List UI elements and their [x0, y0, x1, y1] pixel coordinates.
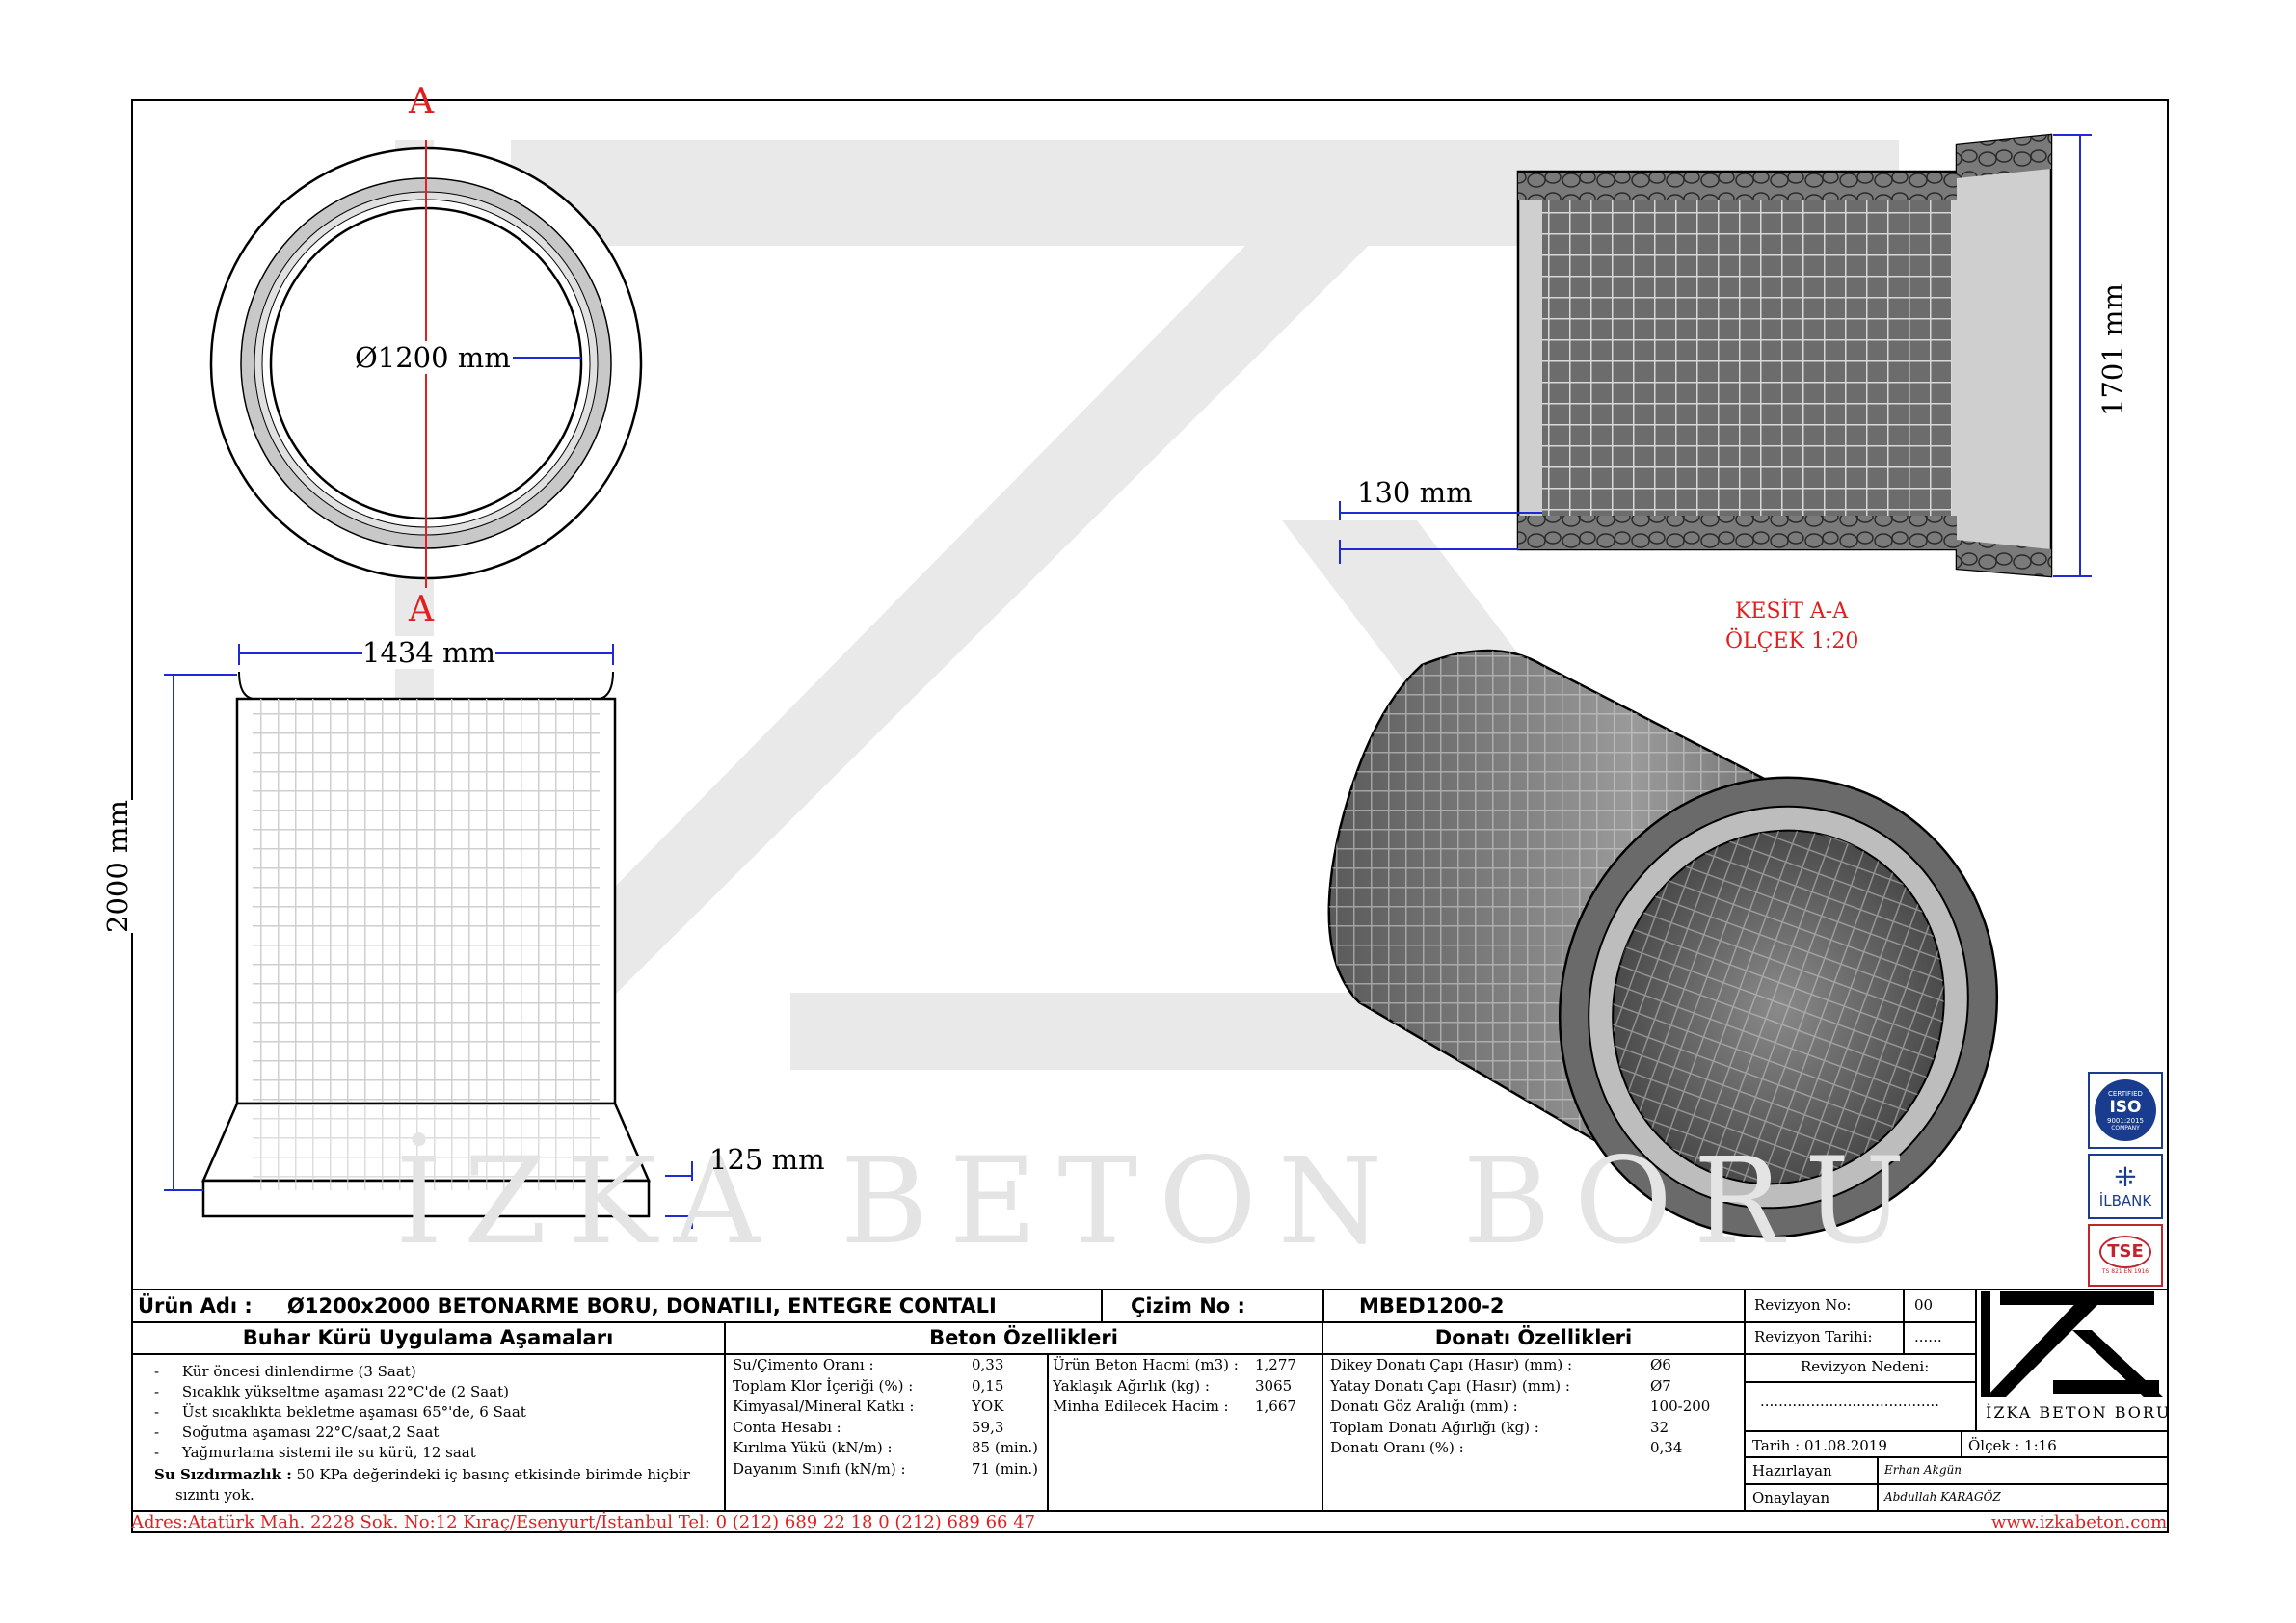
rebar-row-value: Ø6 — [1650, 1356, 1671, 1373]
steam-item-text: Yağmurlama sistemi ile su kürü, 12 saat — [181, 1444, 476, 1461]
section-length-dimension: 1701 mm — [2096, 282, 2129, 416]
concrete-row-label: Kimyasal/Mineral Katkı : — [733, 1397, 915, 1415]
iso-sub: CERTIFIED — [2108, 1089, 2143, 1098]
section-view — [1339, 133, 2092, 578]
tightness-line-2: sızıntı yok. — [175, 1486, 254, 1503]
iso-seal-icon: CERTIFIED ISO 9001:2015 COMPANY — [2095, 1079, 2156, 1141]
approved-label: Onaylayan — [1752, 1489, 1830, 1506]
revision-reason-label: Revizyon Nedeni: — [1801, 1358, 1930, 1375]
rebar-row-value: Ø7 — [1650, 1376, 1671, 1395]
concrete-row-value: 59,3 — [972, 1418, 1004, 1436]
rebar-row-label: Toplam Donatı Ağırlığı (kg) : — [1330, 1418, 1539, 1436]
prepared-signature: Erhan Akgün — [1884, 1463, 1962, 1477]
concrete-row-label: Toplam Klor İçeriği (%) : — [733, 1376, 914, 1395]
revision-date-label: Revizyon Tarihi: — [1754, 1328, 1873, 1345]
concrete-row2-label: Minha Edilecek Hacim : — [1053, 1397, 1229, 1415]
steam-item: - Üst sıcaklıkta bekletme aşaması 65°'de… — [154, 1403, 526, 1421]
steam-title: Buhar Kürü Uygulama Aşamaları — [242, 1326, 614, 1349]
concrete-row-label: Dayanım Sınıfı (kN/m) : — [733, 1459, 906, 1477]
logo-text: İZKA BETON BORU — [1986, 1403, 2172, 1422]
footer-address: Adres:Atatürk Mah. 2228 Sok. No:12 Kıraç… — [131, 1512, 1036, 1532]
rebar-title: Donatı Özellikleri — [1434, 1326, 1633, 1349]
ilbank-label: İLBANK — [2098, 1192, 2152, 1210]
footer-website[interactable]: www.izkabeton.com — [1991, 1512, 2168, 1532]
drawing-no: MBED1200-2 — [1359, 1294, 1505, 1317]
rebar-row-value: 0,34 — [1650, 1439, 1683, 1456]
wall-thickness-dimension: 130 mm — [1357, 476, 1473, 509]
socket-dimension: 125 mm — [709, 1143, 825, 1176]
isometric-view — [1327, 649, 1999, 1238]
tightness-label: Su Sızdırmazlık : — [154, 1466, 292, 1483]
concrete-row-value: 85 (min.) — [972, 1439, 1039, 1456]
iso-std: 9001:2015 — [2107, 1116, 2144, 1125]
iso-title: ISO — [2109, 1097, 2142, 1117]
section-scale: ÖLÇEK 1:20 — [1725, 629, 1859, 653]
steam-item: - Soğutma aşaması 22°C/saat,2 Saat — [154, 1423, 440, 1441]
tse-badge: TSE TS 821 EN 1916 — [2088, 1224, 2163, 1287]
front-view — [164, 644, 693, 1229]
iso-company: COMPANY — [2111, 1124, 2140, 1131]
steam-item: - Yağmurlama sistemi ile su kürü, 12 saa… — [154, 1444, 476, 1461]
revision-reason: ....................................... — [1760, 1393, 1939, 1410]
steam-item-text: Üst sıcaklıkta bekletme aşaması 65°'de, … — [181, 1403, 526, 1421]
drawing-no-label: Çizim No : — [1131, 1294, 1245, 1317]
iso-certificate-badge: CERTIFIED ISO 9001:2015 COMPANY — [2088, 1072, 2163, 1149]
concrete-row-value: 0,33 — [972, 1356, 1004, 1373]
steam-item: - Sıcaklık yükseltme aşaması 22°C'de (2 … — [154, 1383, 510, 1400]
rebar-row-value: 32 — [1650, 1418, 1669, 1436]
concrete-row-label: Conta Hesabı : — [733, 1418, 841, 1436]
concrete-row-value: 71 (min.) — [972, 1459, 1039, 1477]
product-label: Ürün Adı : — [138, 1294, 253, 1317]
steam-item-text: Sıcaklık yükseltme aşaması 22°C'de (2 Sa… — [181, 1383, 510, 1400]
concrete-title: Beton Özellikleri — [929, 1326, 1118, 1349]
approved-signature: Abdullah KARAGÖZ — [1884, 1490, 2001, 1503]
rebar-row-value: 100-200 — [1650, 1397, 1711, 1415]
revision-date: ...... — [1914, 1328, 1942, 1345]
concrete-row2-value: 1,277 — [1255, 1356, 1296, 1373]
concrete-row2-value: 3065 — [1255, 1376, 1293, 1395]
tightness-text: 50 KPa değerindeki iç basınç etkisinde b… — [296, 1466, 690, 1483]
concrete-row-label: Kırılma Yükü (kN/m) : — [733, 1439, 893, 1456]
width-dimension: 1434 mm — [362, 636, 496, 669]
revision-no-label: Revizyon No: — [1754, 1296, 1852, 1314]
izka-logo — [1981, 1291, 2164, 1397]
diameter-dimension: Ø1200 mm — [353, 341, 513, 374]
section-title: KESİT A-A — [1735, 599, 1849, 624]
steam-item-text: Kür öncesi dinlendirme (3 Saat) — [181, 1363, 416, 1380]
concrete-row2-label: Yaklaşık Ağırlık (kg) : — [1053, 1376, 1210, 1395]
prepared-label: Hazırlayan — [1752, 1462, 1832, 1479]
date: Tarih : 01.08.2019 — [1752, 1437, 1887, 1454]
steam-item-text: Soğutma aşaması 22°C/saat,2 Saat — [181, 1423, 440, 1441]
tse-logo-icon: TSE — [2099, 1236, 2151, 1268]
concrete-row-value: YOK — [972, 1397, 1004, 1415]
ilbank-badge: ⁜ İLBANK — [2088, 1154, 2163, 1219]
scale: Ölçek : 1:16 — [1968, 1437, 2057, 1454]
watermark-text: İZKA BETON BORU — [395, 1132, 1927, 1271]
tightness-line: Su Sızdırmazlık : 50 KPa değerindeki iç … — [154, 1466, 690, 1483]
rebar-row-label: Yatay Donatı Çapı (Hasır) (mm) : — [1330, 1376, 1570, 1395]
rebar-row-label: Dikey Donatı Çapı (Hasır) (mm) : — [1330, 1356, 1573, 1373]
length-dimension: 2000 mm — [101, 799, 134, 933]
concrete-row2-label: Ürün Beton Hacmi (m3) : — [1053, 1356, 1239, 1373]
ilbank-logo-icon: ⁜ — [2114, 1161, 2137, 1193]
tse-sub: TS 821 EN 1916 — [2101, 1268, 2149, 1275]
concrete-row-value: 0,15 — [972, 1376, 1004, 1395]
concrete-row-label: Su/Çimento Oranı : — [733, 1356, 874, 1373]
rebar-row-label: Donatı Göz Aralığı (mm) : — [1330, 1397, 1518, 1415]
title-block-grid — [131, 1289, 2169, 1512]
steam-item: - Kür öncesi dinlendirme (3 Saat) — [154, 1363, 416, 1380]
product-name: Ø1200x2000 BETONARME BORU, DONATILI, ENT… — [287, 1294, 997, 1317]
rebar-row-label: Donatı Oranı (%) : — [1330, 1439, 1464, 1456]
revision-no: 00 — [1914, 1296, 1934, 1314]
section-mark-top: A — [409, 82, 434, 121]
section-mark-bottom: A — [409, 590, 434, 629]
concrete-row2-value: 1,667 — [1255, 1397, 1296, 1415]
